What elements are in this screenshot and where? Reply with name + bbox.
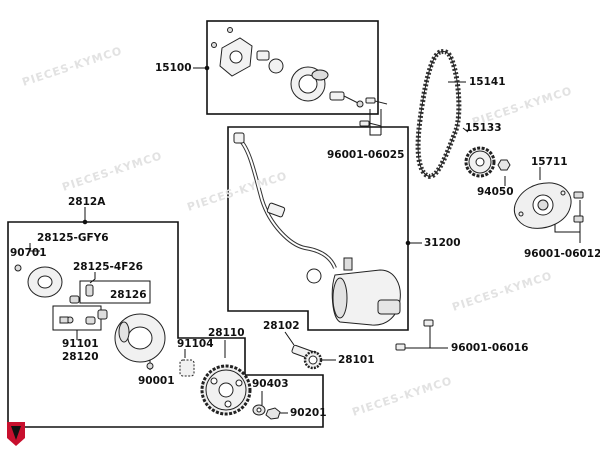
label-15141: 15141	[469, 76, 506, 88]
label-96001-06016: 96001-06016	[451, 342, 529, 354]
label-28120: 28120	[62, 351, 99, 363]
group-frames	[7, 20, 409, 428]
nut-90201	[265, 407, 281, 420]
starter-clutch-group	[14, 264, 323, 420]
frame-2812A	[7, 221, 324, 428]
label-90201: 90201	[290, 407, 327, 419]
oil-pump-group	[211, 27, 364, 108]
sprocket-15133	[464, 146, 496, 178]
label-28101: 28101	[338, 354, 375, 366]
leader-28125-GFY6	[29, 243, 40, 252]
label-91101: 91101	[62, 338, 99, 350]
label-15711: 15711	[531, 156, 568, 168]
label-15100: 15100	[155, 62, 192, 74]
label-91104: 91104	[177, 338, 214, 350]
label-28126: 28126	[110, 289, 147, 301]
brand-logo	[7, 422, 25, 446]
bracket-28126	[79, 280, 151, 304]
leader-96001-06025	[369, 109, 381, 136]
label-28125-4F26: 28125-4F26	[73, 261, 143, 273]
label-15133: 15133	[465, 122, 502, 134]
label-90701: 90701	[10, 247, 47, 259]
label-90001: 90001	[138, 375, 175, 387]
starter-cable	[238, 138, 337, 269]
plate-15711	[513, 182, 584, 229]
label-90403: 90403	[252, 378, 289, 390]
leader-28102	[284, 331, 295, 346]
bearing-91104	[179, 359, 195, 377]
label-28110: 28110	[208, 327, 245, 339]
label-28125-GFY6: 28125-GFY6	[37, 232, 109, 244]
leader-dot-15100	[204, 65, 210, 71]
frame-31200	[227, 126, 409, 331]
bolts-96001-06025	[359, 97, 388, 127]
leader-96001-06012	[554, 222, 581, 243]
leader-lines	[29, 65, 581, 414]
label-96001-06012: 96001-06012	[524, 248, 600, 260]
label-96001-06025: 96001-06025	[327, 149, 405, 161]
label-2812A: 2812A	[68, 196, 106, 208]
bolts-96001-06016	[395, 319, 434, 351]
washer-90701	[14, 264, 22, 272]
nut-94050	[497, 159, 511, 171]
starter-group	[233, 132, 401, 326]
leader-dot-31200	[405, 240, 411, 246]
drive-chain	[415, 49, 462, 179]
label-94050: 94050	[477, 186, 514, 198]
pump-rotor	[268, 58, 284, 74]
leader-15133	[462, 127, 469, 133]
label-28102: 28102	[263, 320, 300, 332]
leader-28125-4F26	[89, 272, 96, 284]
label-31200: 31200	[424, 237, 461, 249]
leader-dot-2812A	[82, 219, 88, 225]
